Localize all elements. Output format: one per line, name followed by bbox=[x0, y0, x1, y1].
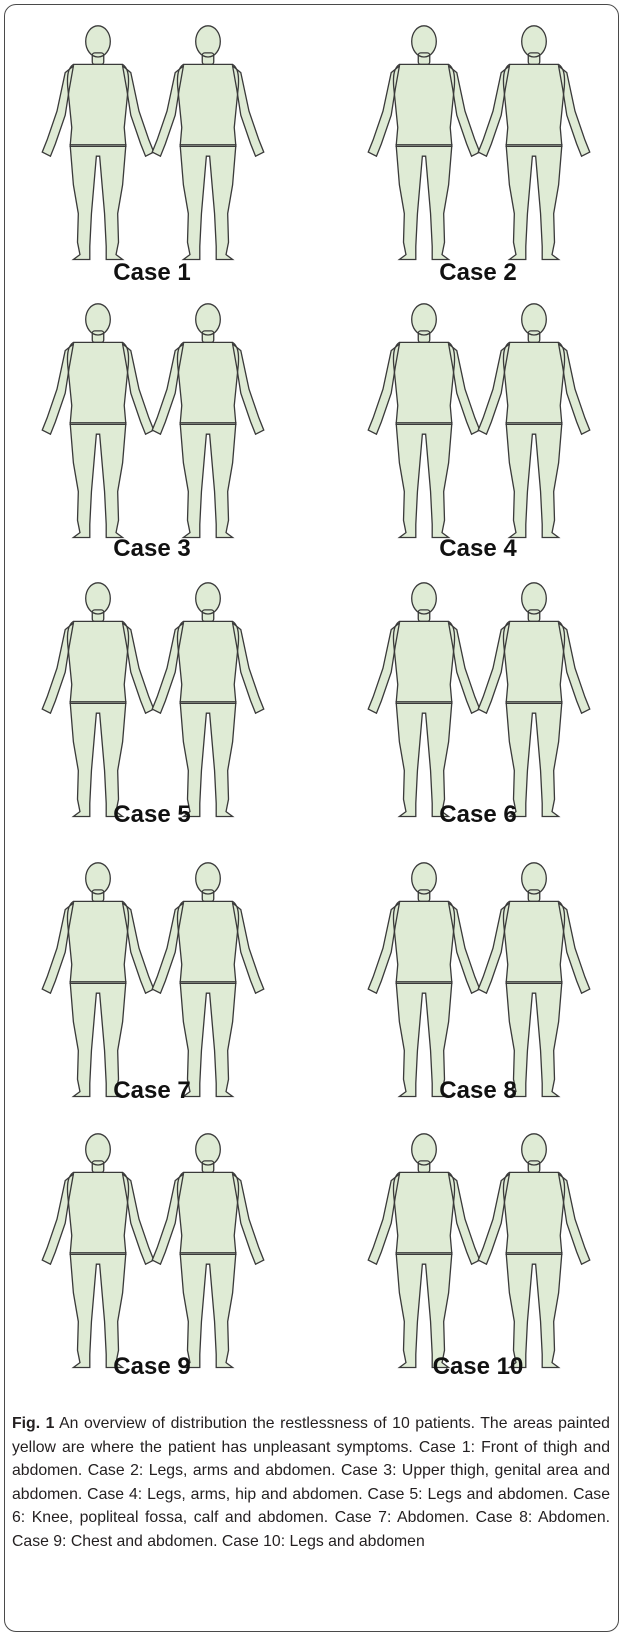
case-panel-2 bbox=[365, 26, 593, 264]
case-4-front-body bbox=[365, 304, 483, 542]
case-panel-9 bbox=[42, 1134, 264, 1368]
case-6-back-body bbox=[478, 583, 590, 818]
case-9-front-body bbox=[42, 1134, 154, 1368]
case-9-back-body bbox=[152, 1134, 264, 1368]
case-4-front-body-silhouette bbox=[368, 304, 480, 538]
case-6-front-body-silhouette bbox=[368, 583, 480, 817]
case-label-3: Case 3 bbox=[113, 535, 190, 562]
case-label-9: Case 9 bbox=[113, 1353, 190, 1380]
case-5-back-body bbox=[152, 583, 264, 820]
case-5-front-body bbox=[42, 583, 154, 821]
case-6-front-body bbox=[368, 583, 480, 818]
case-3-front-body bbox=[42, 304, 154, 538]
figure-caption: Fig. 1 An overview of distribution the r… bbox=[12, 1412, 610, 1553]
case-9-front-body-silhouette bbox=[42, 1134, 154, 1368]
case-3-back-body bbox=[152, 304, 264, 538]
case-6-back-body-silhouette bbox=[478, 583, 590, 817]
case-8-front-body bbox=[368, 863, 480, 1097]
case-5-back-body-silhouette bbox=[152, 583, 264, 817]
case-label-7: Case 7 bbox=[113, 1077, 190, 1104]
case-1-back-body-silhouette bbox=[152, 26, 264, 260]
case-10-front-body bbox=[368, 1134, 480, 1372]
case-8-back-body-silhouette bbox=[478, 863, 590, 1097]
case-3-front-body-silhouette bbox=[42, 304, 154, 538]
body-map-figure: Case 1 Case 2 Case 3 Case 4 Case 5 Case 6 Case… bbox=[0, 0, 625, 1410]
case-2-back-body bbox=[475, 26, 593, 263]
case-7-back-body-silhouette bbox=[152, 863, 264, 1097]
case-label-4: Case 4 bbox=[439, 535, 517, 562]
caption-figure-label: Fig. 1 bbox=[12, 1415, 54, 1432]
case-8-back-body bbox=[478, 863, 590, 1097]
case-8-front-body-silhouette bbox=[368, 863, 480, 1097]
case-1-front-body bbox=[42, 26, 154, 260]
case-7-front-body-silhouette bbox=[42, 863, 154, 1097]
case-panel-5 bbox=[42, 583, 264, 821]
case-10-back-body bbox=[478, 1134, 590, 1371]
case-3-back-body-silhouette bbox=[152, 304, 264, 538]
caption-text: An overview of distribution the restless… bbox=[12, 1415, 610, 1550]
case-panel-10 bbox=[368, 1134, 590, 1372]
case-label-6: Case 6 bbox=[439, 801, 516, 828]
case-panel-3 bbox=[42, 304, 264, 538]
case-panel-8 bbox=[368, 863, 590, 1097]
case-panel-6 bbox=[368, 583, 590, 818]
case-label-5: Case 5 bbox=[113, 801, 190, 828]
case-7-back-body bbox=[152, 863, 264, 1097]
case-label-8: Case 8 bbox=[439, 1077, 516, 1104]
case-label-10: Case 10 bbox=[433, 1353, 524, 1380]
case-5-front-body-silhouette bbox=[42, 583, 154, 817]
bodies-layer bbox=[42, 26, 593, 1372]
case-10-front-body-silhouette bbox=[368, 1134, 480, 1368]
case-2-front-body bbox=[365, 26, 483, 264]
case-4-back-body bbox=[475, 304, 593, 541]
case-2-front-body-silhouette bbox=[368, 26, 480, 260]
case-2-back-body-silhouette bbox=[478, 26, 590, 260]
case-panel-4 bbox=[365, 304, 593, 542]
case-1-front-body-silhouette bbox=[42, 26, 154, 260]
case-9-back-body-silhouette bbox=[152, 1134, 264, 1368]
case-panel-7 bbox=[42, 863, 264, 1097]
case-4-back-body-silhouette bbox=[478, 304, 590, 538]
case-1-back-body bbox=[152, 26, 264, 260]
case-label-2: Case 2 bbox=[439, 259, 516, 286]
case-panel-1 bbox=[42, 26, 264, 260]
case-label-1: Case 1 bbox=[113, 259, 190, 286]
case-7-front-body bbox=[42, 863, 154, 1097]
case-10-back-body-silhouette bbox=[478, 1134, 590, 1368]
